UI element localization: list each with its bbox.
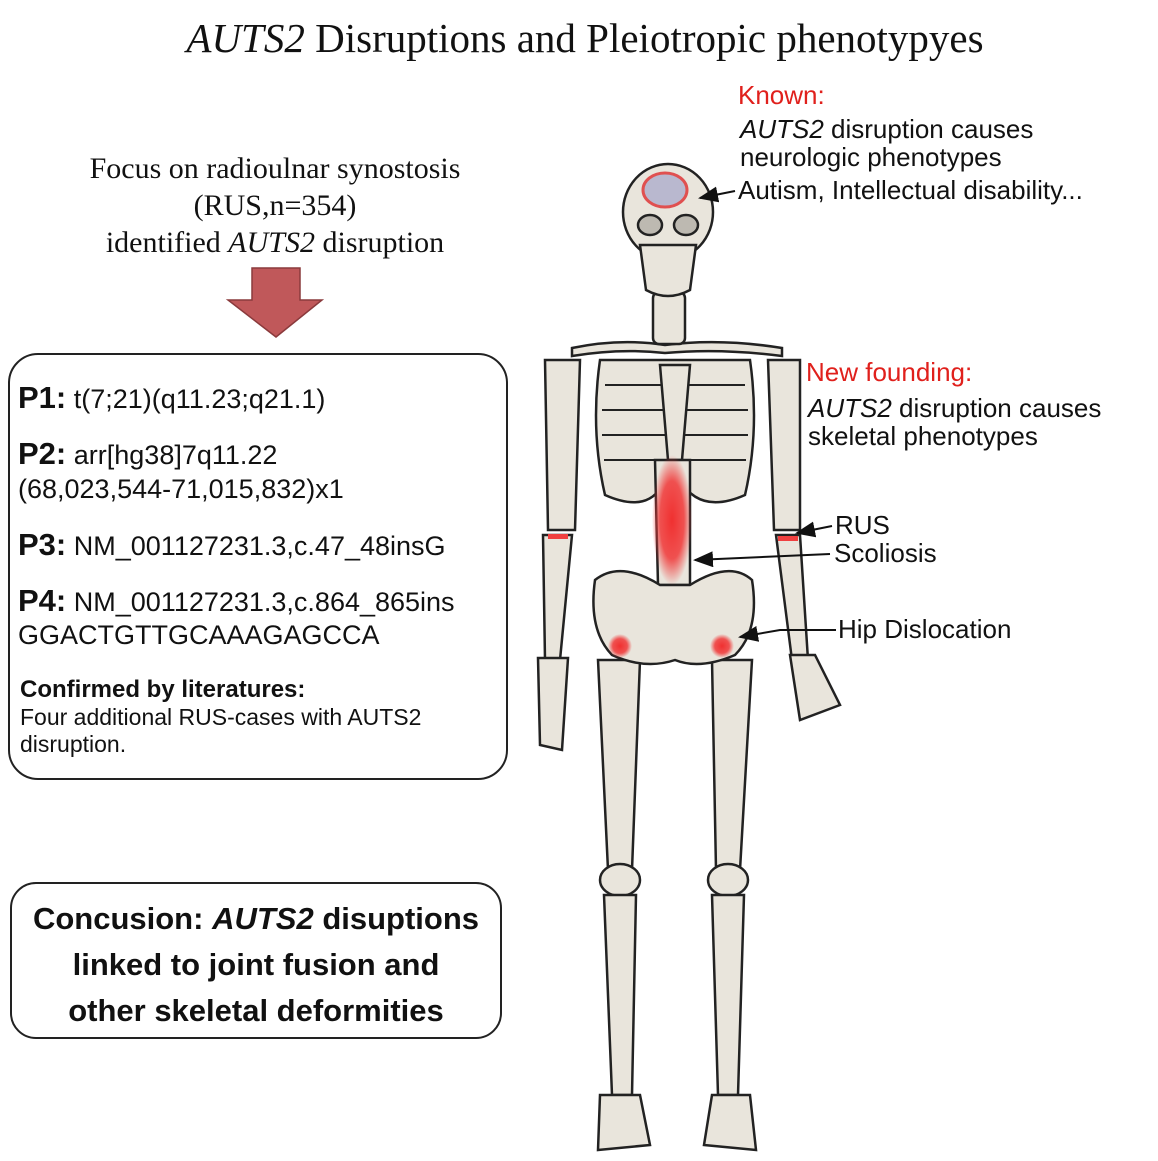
known-line1: AUTS2 disruption causes <box>740 115 1033 143</box>
literature-heading: Confirmed by literatures: <box>20 676 306 703</box>
known-gene: AUTS2 <box>740 114 824 144</box>
patient-p4: P4: NM_001127231.3,c.864_865ins <box>18 583 455 619</box>
focus-gene: AUTS2 <box>228 226 315 259</box>
new-finding-line1: AUTS2 disruption causes <box>808 394 1101 422</box>
skeleton-illustration <box>536 162 842 1152</box>
known-examples: Autism, Intellectual disability... <box>738 175 1083 205</box>
label-hip-dislocation: Hip Dislocation <box>838 614 1012 644</box>
conclusion-line2: linked to joint fusion and <box>72 947 440 982</box>
patient-id: P4: <box>18 583 67 618</box>
variant-cont: (68,023,544-71,015,832)x1 <box>18 474 344 504</box>
variant: NM_001127231.3,c.47_48insG <box>73 531 446 561</box>
focus-line1: Focus on radioulnar synostosis <box>89 152 461 185</box>
patient-id: P2: <box>18 436 67 471</box>
new-finding-text: disruption causes <box>891 393 1102 423</box>
patient-id: P1: <box>18 380 67 415</box>
literature-line1: Four additional RUS-cases with AUTS2 <box>20 704 422 730</box>
patient-p3: P3: NM_001127231.3,c.47_48insG <box>18 527 446 563</box>
conclusion-line3: other skeletal deformities <box>68 993 444 1028</box>
down-arrow-icon <box>225 267 325 338</box>
new-finding-line2: skeletal phenotypes <box>808 421 1038 451</box>
patient-p1: P1: t(7;21)(q11.23;q21.1) <box>18 380 325 416</box>
figure-title: AUTS2 Disruptions and Pleiotropic phenot… <box>0 14 1158 62</box>
patient-id: P3: <box>18 527 67 562</box>
known-line2: neurologic phenotypes <box>740 142 1002 172</box>
new-finding-gene: AUTS2 <box>808 393 892 423</box>
focus-text: identified <box>105 226 229 259</box>
brain-icon <box>641 171 689 209</box>
literature-line2: disruption. <box>20 731 127 757</box>
highlight-markers <box>548 455 798 658</box>
pointer-arrows <box>693 186 836 642</box>
conclusion-box <box>10 882 502 1039</box>
new-finding-label: New founding: <box>806 357 973 387</box>
variant: t(7;21)(q11.23;q21.1) <box>73 384 326 414</box>
variant-cont: GGACTGTTGCAAAGAGCCA <box>18 620 380 650</box>
study-focus: Focus on radioulnar synostosis (RUS,n=35… <box>20 150 530 261</box>
conclusion-pre: Concusion: <box>32 901 213 936</box>
known-label: Known: <box>738 80 825 110</box>
known-text: disruption causes <box>823 114 1034 144</box>
patient-p2: P2: arr[hg38]7q11.22 <box>18 436 277 472</box>
label-scoliosis: Scoliosis <box>834 538 937 568</box>
title-gene: AUTS2 <box>186 15 305 61</box>
variant: NM_001127231.3,c.864_865ins <box>73 587 455 617</box>
focus-text: disruption <box>314 226 445 259</box>
conclusion-text: disuptions <box>313 901 480 936</box>
patients-box <box>8 353 508 780</box>
title-text: Disruptions and Pleiotropic phenotypyes <box>304 15 984 61</box>
focus-line3: identified AUTS2 disruption <box>20 224 530 261</box>
variant: arr[hg38]7q11.22 <box>73 440 278 470</box>
focus-line2: (RUS,n=354) <box>193 189 357 222</box>
label-rus: RUS <box>835 510 890 540</box>
conclusion-gene: AUTS2 <box>212 901 314 936</box>
conclusion-text: Concusion: AUTS2 disuptions linked to jo… <box>12 896 500 1034</box>
